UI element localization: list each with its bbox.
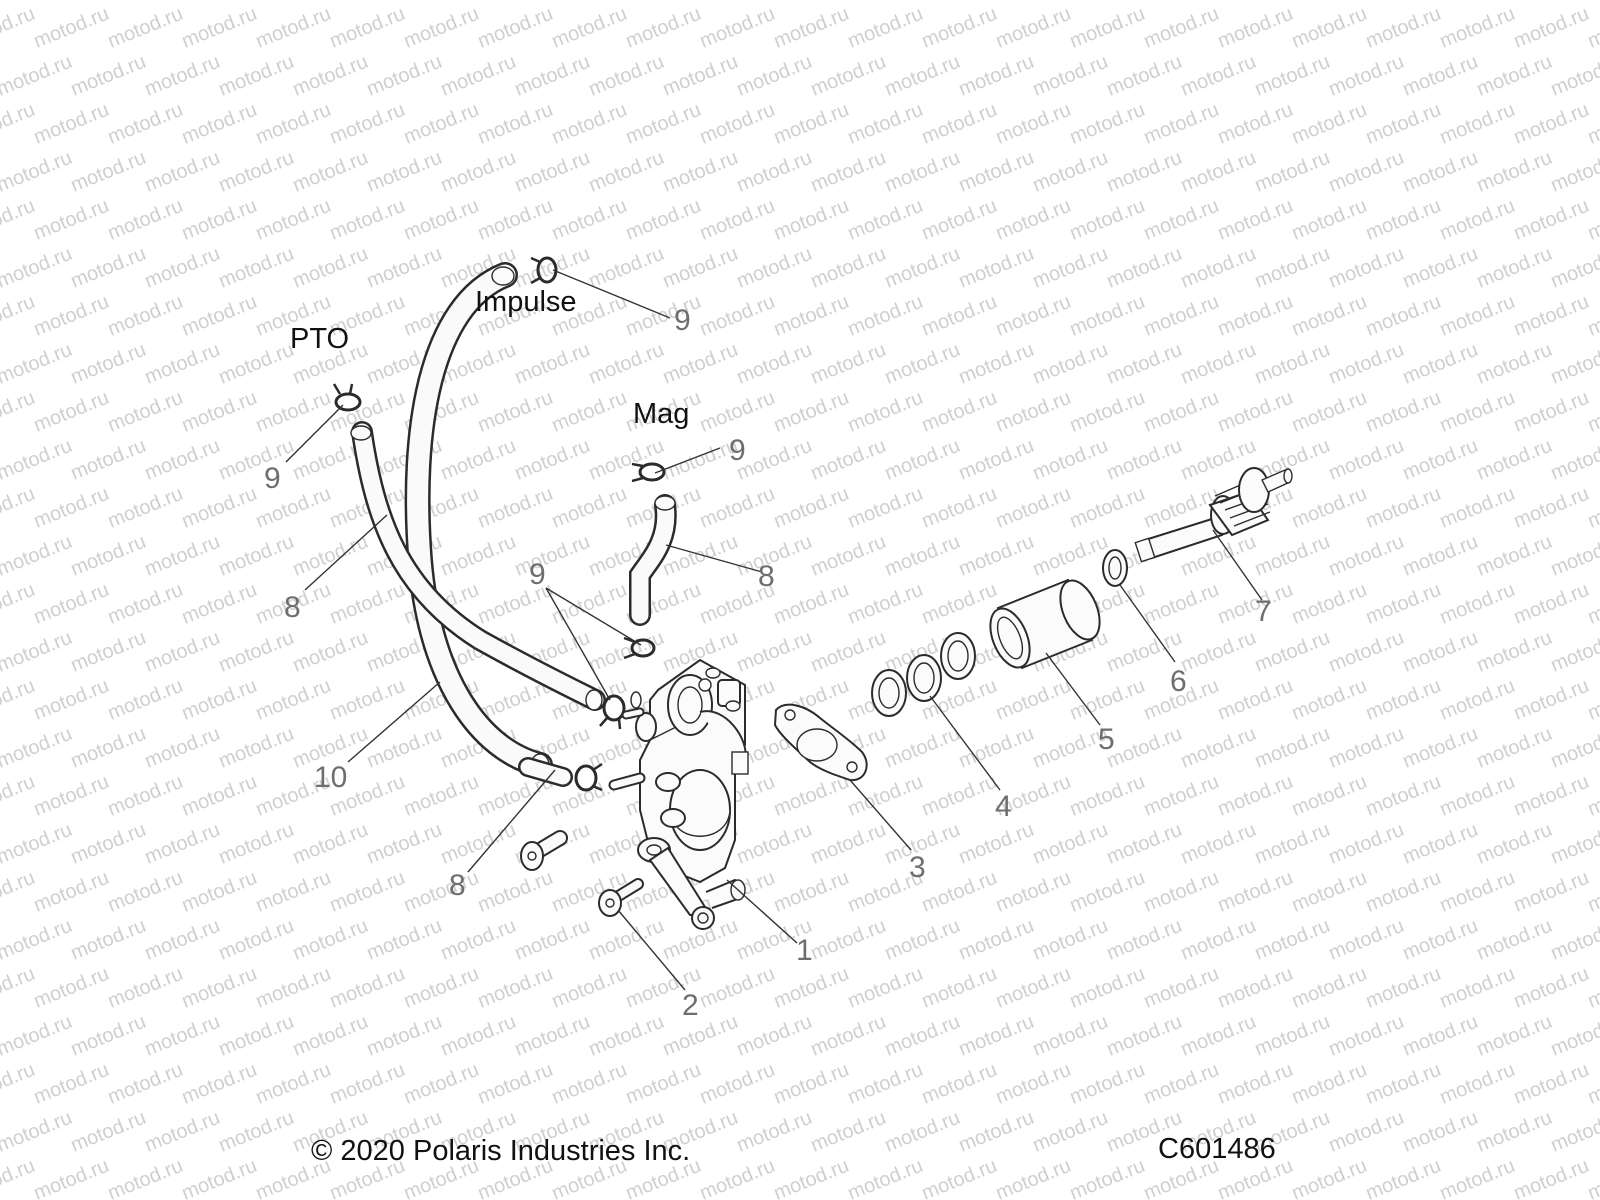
washers-4 bbox=[871, 632, 976, 717]
clamp-9-pto bbox=[332, 383, 362, 412]
copyright-notice: © 2020 Polaris Industries Inc. bbox=[311, 1135, 690, 1167]
gasket-3 bbox=[773, 703, 868, 782]
location-label-impulse: Impulse bbox=[475, 286, 577, 318]
callout-5: 5 bbox=[1098, 723, 1115, 756]
callout-2: 2 bbox=[682, 989, 699, 1022]
callout-8-lower: 8 bbox=[449, 869, 466, 902]
hose-8-lower bbox=[518, 757, 573, 787]
bolt-2-lever bbox=[598, 878, 644, 917]
callout-9-pto: 9 bbox=[264, 462, 281, 495]
clamp-9-mag bbox=[631, 462, 666, 483]
callout-7: 7 bbox=[1255, 595, 1272, 628]
oil-pump bbox=[608, 658, 749, 930]
callout-3: 3 bbox=[909, 851, 926, 884]
callout-9-pump: 9 bbox=[529, 558, 546, 591]
bolt-2-free bbox=[520, 830, 568, 871]
callout-8-mag: 8 bbox=[758, 560, 775, 593]
figure-id: C601486 bbox=[1158, 1133, 1276, 1165]
hose-8-mag bbox=[629, 494, 677, 626]
hose-8-pto bbox=[350, 421, 606, 711]
clamp-9-pump-upper bbox=[599, 694, 626, 730]
callout-10: 10 bbox=[314, 761, 347, 794]
leader-lines bbox=[285, 269, 1263, 991]
location-label-pto: PTO bbox=[290, 323, 349, 355]
callout-9-mag: 9 bbox=[729, 434, 746, 467]
callout-1: 1 bbox=[796, 934, 813, 967]
location-label-mag: Mag bbox=[633, 398, 689, 430]
callout-4: 4 bbox=[995, 790, 1012, 823]
callout-8-pto: 8 bbox=[284, 591, 301, 624]
washer-6 bbox=[1102, 549, 1128, 587]
sleeve-5 bbox=[989, 578, 1101, 670]
clamp-9-mid bbox=[623, 636, 656, 660]
callout-6: 6 bbox=[1170, 665, 1187, 698]
callout-9-impulse: 9 bbox=[674, 304, 691, 337]
clamp-9-impulse bbox=[530, 256, 558, 285]
clamp-9-pump-lower bbox=[574, 762, 603, 792]
drive-gear-7 bbox=[1134, 467, 1293, 563]
